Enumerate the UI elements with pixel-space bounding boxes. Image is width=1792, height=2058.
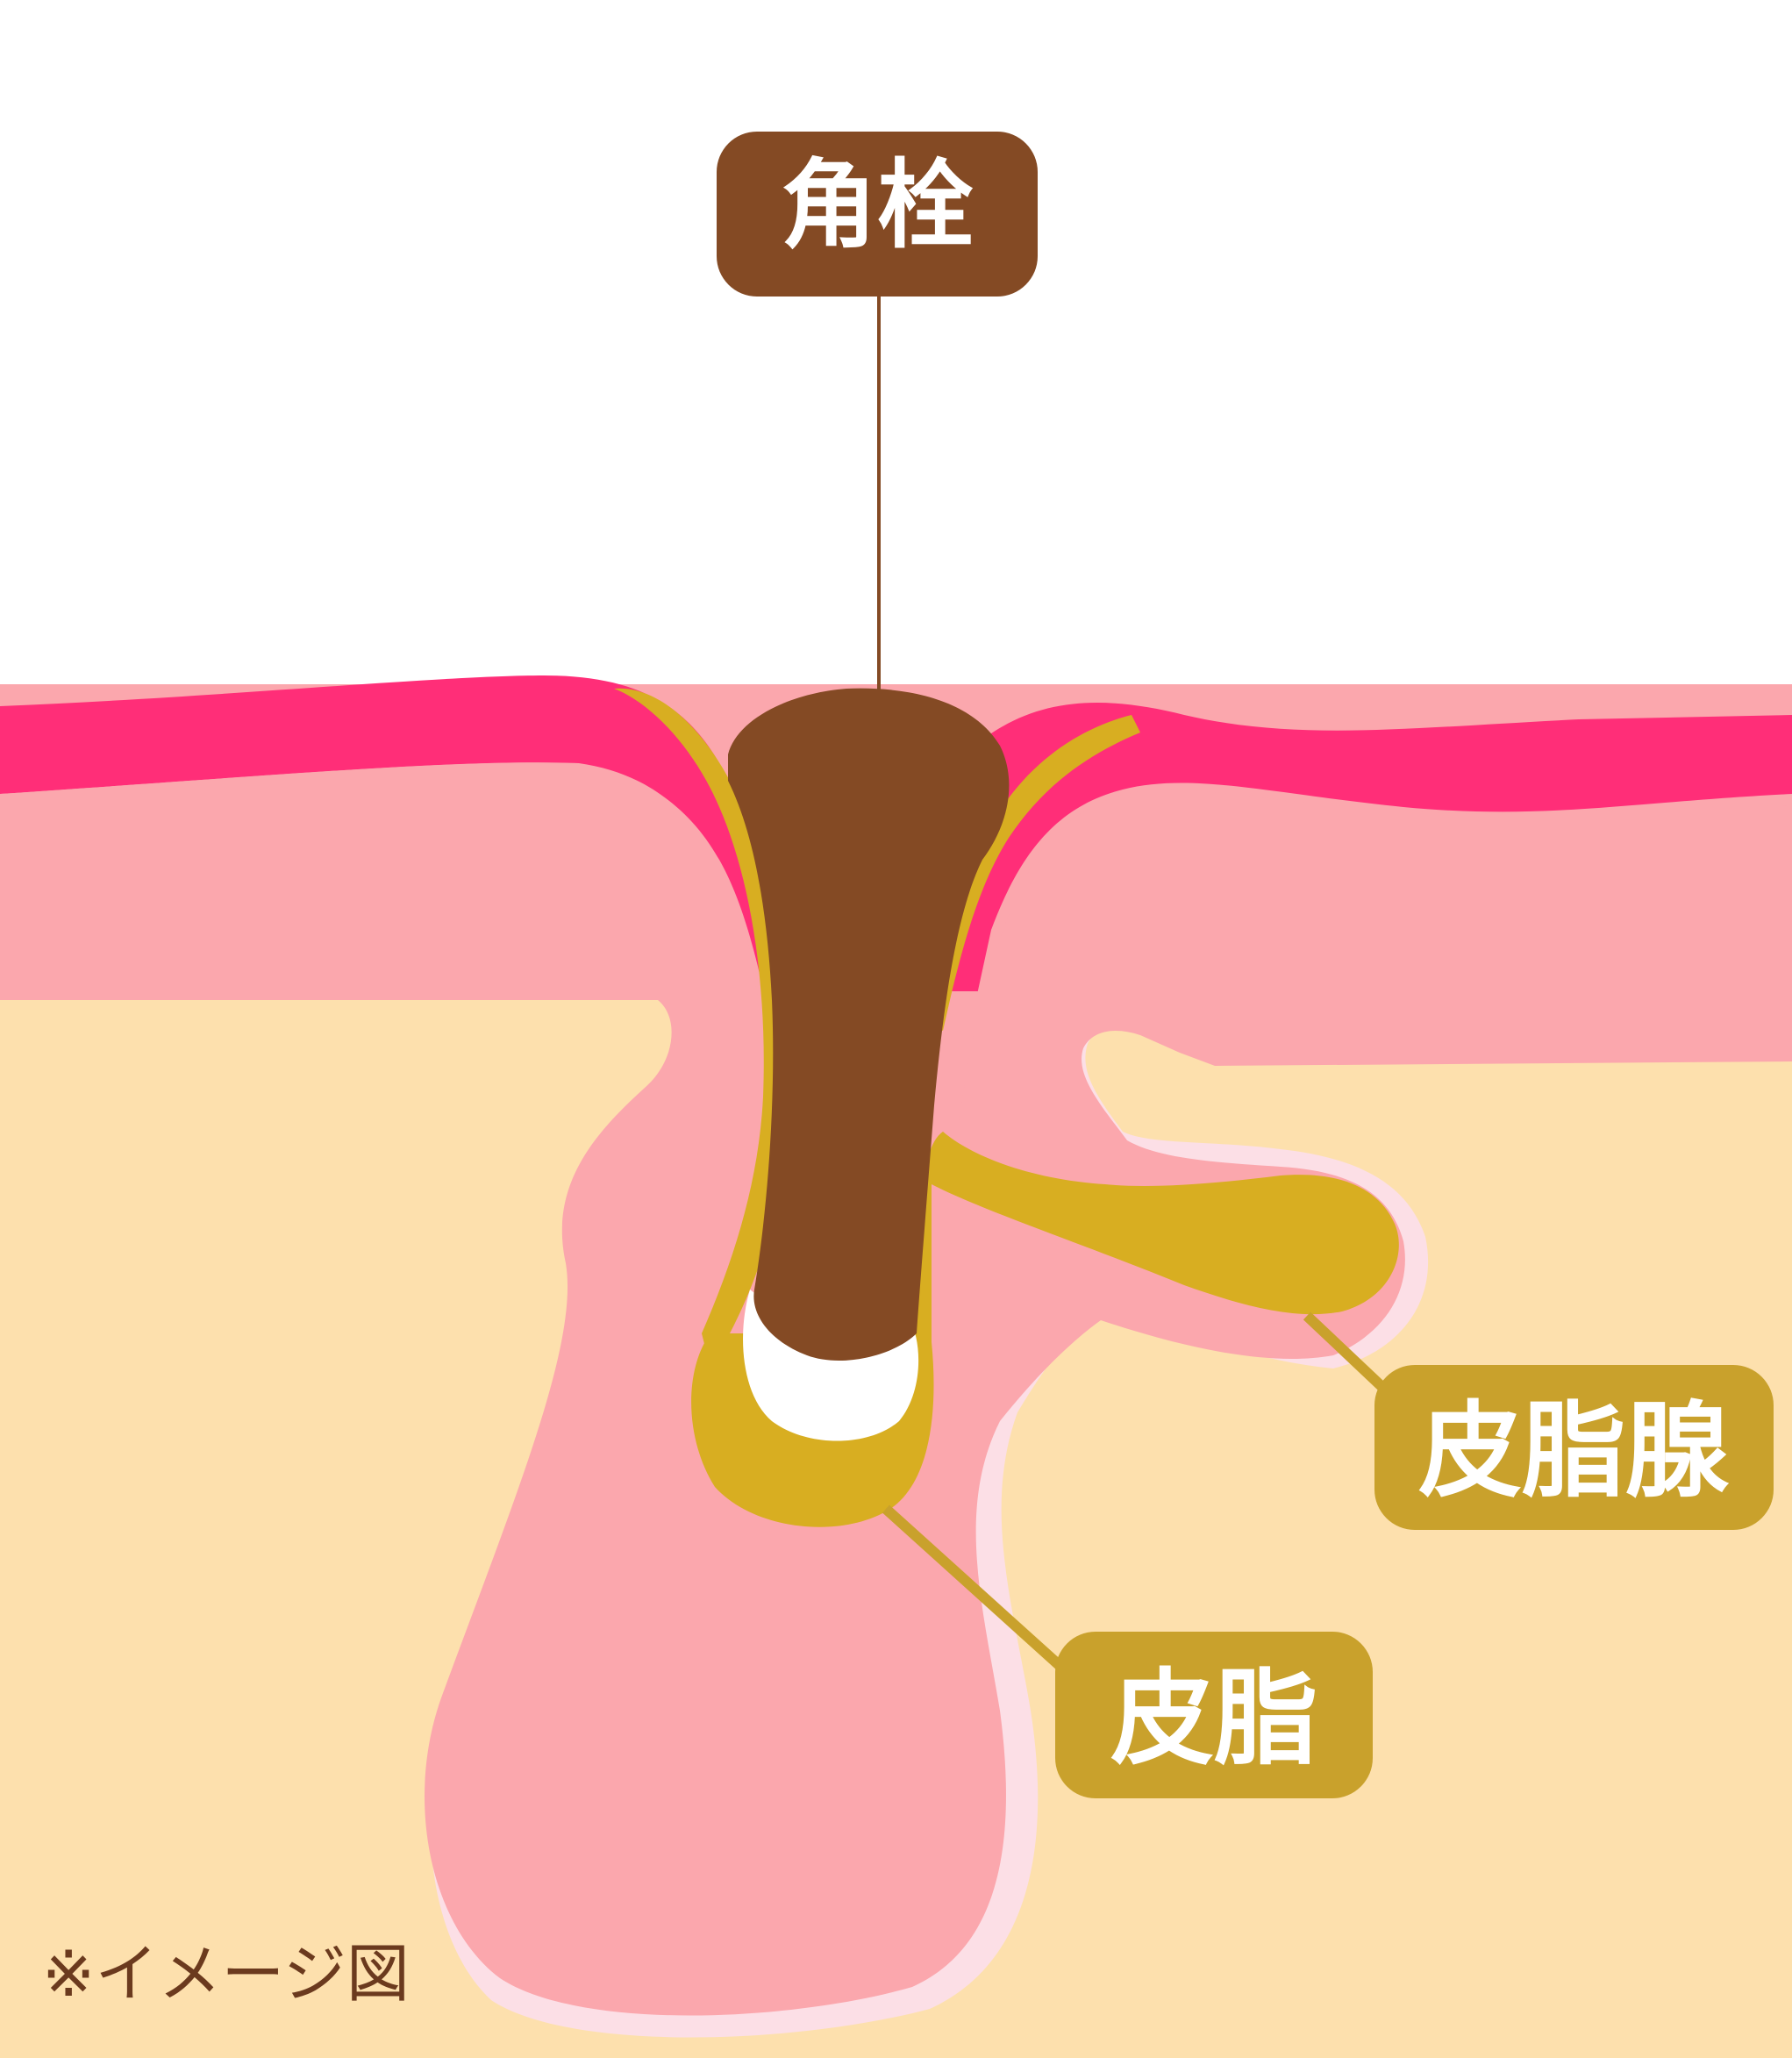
sebaceous-gland-leader-line [1303,1311,1390,1395]
sebum-leader-line [882,1504,1070,1676]
sebum-label-badge [1055,1632,1373,1798]
illustration-note: ※イメージ図 [42,1937,410,2011]
plug-label: 角栓 [717,132,1038,297]
plug-label-text: 角栓 [781,149,974,261]
sebaceous-gland-label: 皮脂腺 [1374,1365,1774,1530]
sebaceous-gland-label-text: 皮脂腺 [1418,1390,1730,1511]
keratin-plug [728,688,1010,1361]
sebaceous-gland-label-badge [1374,1365,1774,1530]
sebum-lining-left [614,688,786,1368]
dermis-upper [0,762,1792,1140]
sebum-label-text: 皮脂 [1110,1658,1317,1779]
sebum-label: 皮脂 [1055,1632,1373,1798]
plug-label-badge [717,132,1038,297]
